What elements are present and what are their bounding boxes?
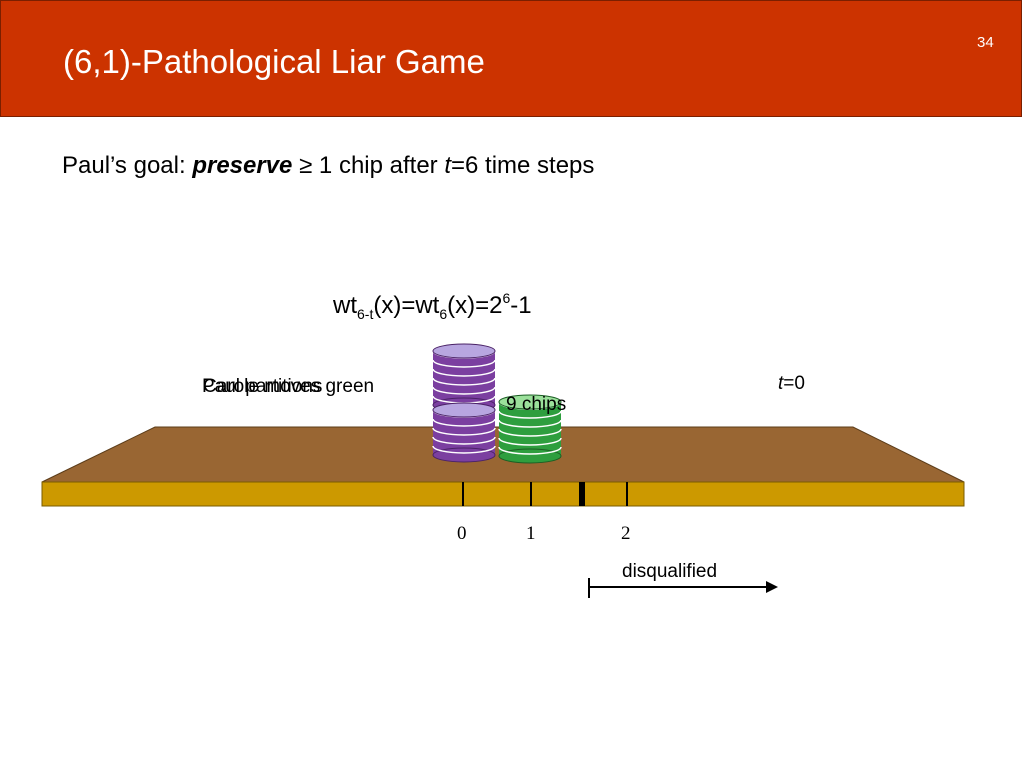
purple-chip-stack-upper: [432, 343, 496, 413]
formula-mid2: (x)=2: [447, 292, 503, 319]
green-base: [498, 448, 562, 464]
slide-header: (6,1)-Pathological Liar Game 34: [0, 0, 1022, 117]
purple-upper-chip-edge: [432, 368, 496, 377]
green-chip-edge: [498, 419, 562, 428]
goal-middle: 1 chip after: [318, 152, 438, 179]
purple-lower-base: [432, 447, 496, 463]
green-chip-edge: [498, 428, 562, 437]
formula-sub1: 6-t: [357, 306, 374, 322]
purple-upper-chip-edge: [432, 386, 496, 395]
slide-title: (6,1)-Pathological Liar Game: [63, 43, 485, 80]
formula-end: -1: [510, 292, 532, 319]
green-chip-edge: [498, 446, 562, 455]
weight-formula: wt6-t(x)=wt6(x)=26-1: [333, 290, 532, 322]
label-paul-partitions: Paul partitions: [202, 376, 323, 397]
green-chip-edge: [498, 410, 562, 419]
purple-lower-top: [432, 402, 496, 418]
formula-wt: wt: [333, 292, 357, 319]
slide-number: 34: [977, 34, 994, 51]
chip-count-label: 9 chips: [506, 394, 567, 415]
axis-label-1: 1: [526, 523, 536, 544]
goal-prefix: Paul’s goal:: [62, 152, 186, 179]
purple-lower-chip-edge: [432, 418, 496, 427]
goal-suffix: =6 time steps: [451, 152, 595, 179]
disqualified-label: disqualified: [622, 561, 718, 582]
purple-upper-chip-edge: [432, 359, 496, 368]
formula-sup: 6: [502, 290, 511, 306]
formula-sub2: 6: [439, 306, 448, 322]
disqualified-arrowhead: [766, 581, 778, 593]
goal-symbol: ≥: [299, 152, 313, 179]
green-top: [498, 394, 562, 410]
board-front: [41, 481, 965, 507]
purple-chip-stack-lower: [432, 402, 496, 463]
formula-mid: (x)=wt: [373, 292, 440, 319]
purple-lower-chip-edge: [432, 445, 496, 454]
purple-upper-body: [433, 351, 495, 405]
time-value: =0: [783, 373, 805, 394]
purple-lower-chip-edge: [432, 436, 496, 445]
goal-emphasis: preserve: [192, 152, 293, 179]
goal-t-var: t: [444, 152, 451, 179]
goal-statement: Paul’s goal: preserve ≥ 1 chip after t=6…: [62, 152, 594, 180]
axis-label-0: 0: [457, 523, 467, 544]
purple-upper-chip-edge: [432, 377, 496, 386]
green-body: [499, 402, 561, 456]
green-chip-edge: [498, 437, 562, 446]
purple-upper-top: [432, 343, 496, 359]
axis-label-2: 2: [621, 523, 631, 544]
green-chip-stack: [498, 394, 562, 464]
label-carole-moves-green: Carole moves green: [203, 376, 375, 397]
time-step-label: t=0: [778, 373, 805, 395]
purple-lower-chip-edge: [432, 427, 496, 436]
time-var: t: [778, 373, 784, 394]
